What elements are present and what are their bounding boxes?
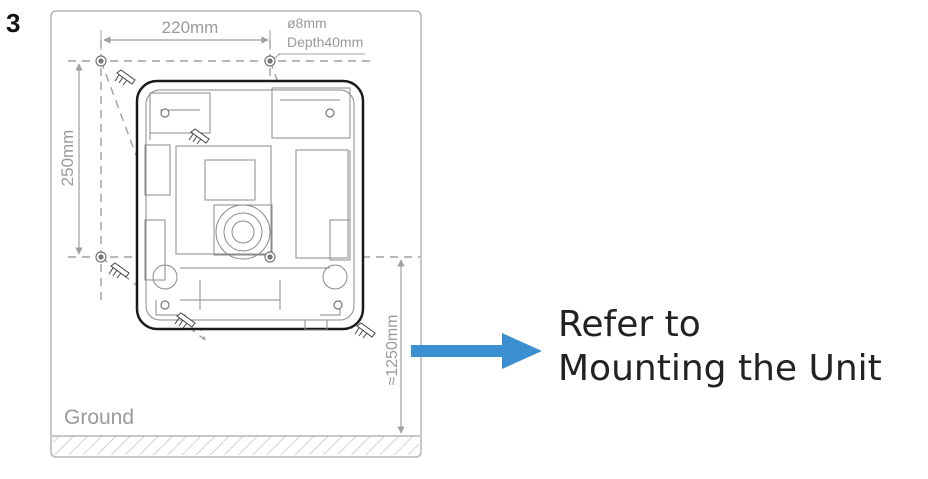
hole-depth-label: Depth40mm <box>287 34 363 50</box>
dim-220-label: 220mm <box>162 18 219 37</box>
callout-line-1: Refer to <box>558 304 701 345</box>
wall-outline <box>50 10 422 458</box>
unit-back-panel <box>135 79 365 331</box>
step-number: 3 <box>6 8 21 38</box>
callout-line-2: Mounting the Unit <box>558 348 882 389</box>
ground-hatch <box>53 436 419 455</box>
blue-right-arrow-icon <box>411 333 542 369</box>
dim-1250-label: ≈1250mm <box>384 314 401 385</box>
mounting-holes <box>95 55 343 310</box>
dim-250-label: 250mm <box>58 130 77 187</box>
ground-label: Ground <box>64 406 134 429</box>
callout-text: Refer to Mounting the Unit <box>558 303 882 391</box>
hole-diameter-label: ø8mm <box>287 15 327 31</box>
